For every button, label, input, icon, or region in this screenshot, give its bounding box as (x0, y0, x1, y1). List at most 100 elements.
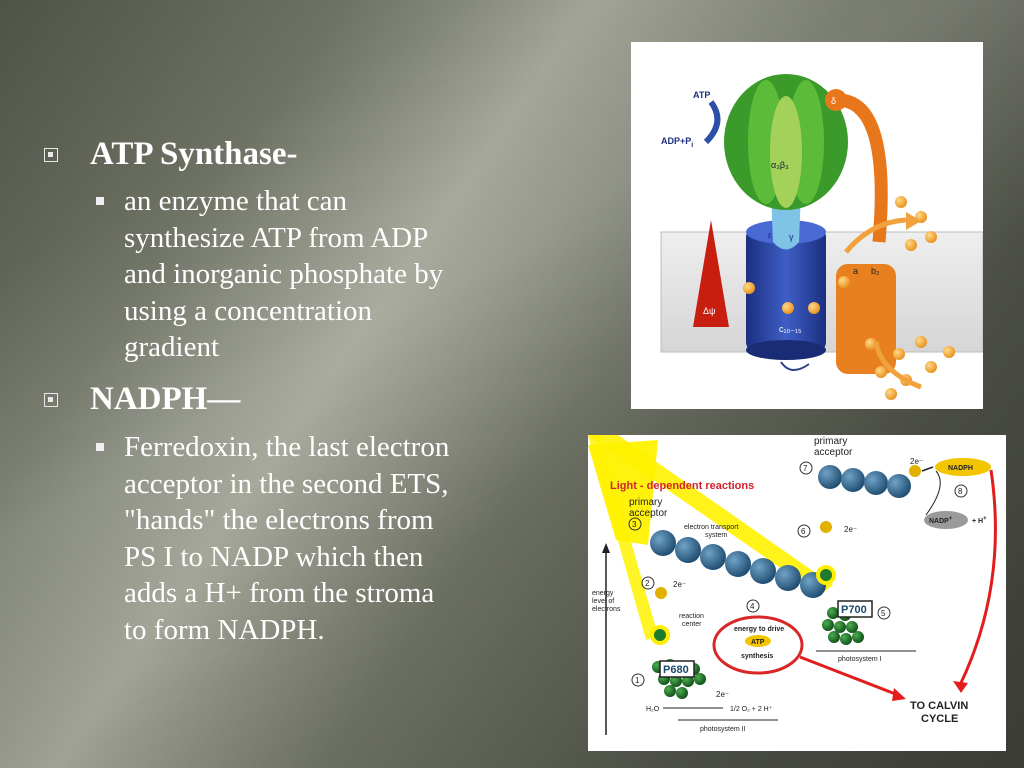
text-line: and inorganic phosphate by (124, 258, 444, 290)
f1-subunit (770, 96, 802, 208)
electron (909, 465, 921, 477)
text-line: Ferredoxin, the last electron (124, 431, 450, 463)
text-line: using a concentration (124, 294, 373, 327)
delta-label: δ (831, 96, 836, 106)
energy-axis-arrow (602, 543, 610, 553)
bullet-marker (44, 148, 58, 162)
light-beam (588, 435, 658, 640)
primary-acceptor-label: acceptor (629, 508, 668, 519)
e-label: 2e⁻ (716, 690, 729, 699)
sub-bullet-marker (96, 443, 104, 451)
calvin-arrow-head (892, 688, 906, 701)
photosystem-2-label: photosystem II (700, 726, 746, 733)
text-line: "hands" the electrons from (124, 504, 434, 536)
step-8: 8 (958, 487, 963, 496)
text-line: gradient (124, 331, 220, 363)
nadp-plus: + (949, 516, 953, 522)
text-line: an enzyme that can (124, 185, 348, 217)
stator-base (836, 264, 896, 374)
text-line: PS I to NADP which then (124, 540, 424, 573)
step-6: 6 (801, 527, 806, 536)
calvin-label: CYCLE (921, 713, 958, 725)
c-ring-bottom (746, 340, 826, 360)
rotation-arrow (780, 361, 810, 371)
nadph-arrow (921, 466, 934, 472)
energy-level-label: level of (592, 598, 614, 605)
nadp-main: NADP (929, 518, 949, 525)
proton-arrow-head (906, 212, 921, 230)
electron-transport-chain-2 (818, 465, 911, 498)
step-1: 1 (635, 676, 640, 685)
atp-synthase-description: an enzyme that can synthesize ATP from A… (96, 183, 564, 366)
text-line: adds a H+ from the stroma (124, 577, 435, 609)
reaction-center-label: center (682, 621, 702, 628)
bullet-marker (44, 393, 58, 407)
primary-acceptor-label: primary (814, 436, 847, 447)
proton-arrow (844, 217, 907, 254)
h-plus-main: + H (972, 518, 983, 525)
reaction-center (650, 625, 670, 645)
gradient-triangle (693, 220, 729, 327)
c-ring (746, 227, 826, 352)
nadp-label: NADP+ (929, 516, 953, 525)
reaction-center (816, 565, 836, 585)
adp-pi-main: ADP+P (661, 136, 691, 146)
ets-label: electron transport (684, 524, 739, 531)
ets-label: system (705, 532, 727, 539)
text-line: synthesize ATP from ADP (124, 221, 429, 254)
nadph-label: NADPH (948, 465, 973, 472)
energy-to-drive-label: energy to drive (734, 626, 784, 633)
e-label: 2e⁻ (844, 525, 857, 534)
e-label: 2e⁻ (910, 457, 923, 466)
light-reactions-diagram: Light - dependent reactions primary acce… (588, 435, 1006, 751)
nadp-badge (924, 511, 968, 529)
atp-arrow (703, 100, 721, 145)
alpha-beta-label: α₃β₃ (771, 160, 789, 170)
electron (655, 587, 667, 599)
c-ring-label: c₁₀₋₁₅ (779, 324, 802, 334)
adp-pi-label: ADP+Pi (661, 136, 693, 149)
p700-cluster (822, 607, 864, 645)
electron (820, 521, 832, 533)
step-markers: 1 2 3 4 5 6 7 8 (628, 461, 968, 687)
text-line: to form NADPH. (124, 613, 325, 646)
calvin-arrow-head (953, 681, 968, 693)
light-beam (588, 435, 833, 595)
calvin-label: TO CALVIN (910, 700, 968, 712)
protons (743, 196, 955, 400)
heading-atp-synthase: ATP Synthase- (90, 136, 298, 172)
atp-synthase-diagram: Δψ c₁₀₋₁₅ γ ε α₃β₃ δ a b₂ ATP ADP+Pi (631, 42, 984, 409)
calvin-arrow (799, 655, 899, 697)
h2o-label: H₂O (646, 706, 660, 713)
p680-label: P680 (663, 664, 689, 676)
delta-psi-label: Δψ (703, 306, 715, 316)
step-2: 2 (645, 579, 650, 588)
a-label: a (853, 266, 858, 276)
proton-arrow (873, 341, 922, 390)
e-label: 2e⁻ (673, 580, 686, 589)
heading-nadph: NADPH— (90, 381, 241, 417)
h-plus-label: + H+ (972, 516, 987, 525)
o2-label: 1/2 O₂ + 2 H⁺ (730, 705, 773, 713)
energy-level-label: electrons (592, 606, 621, 613)
reaction-center-label: reaction (679, 613, 704, 620)
nadp-arrow (925, 470, 941, 516)
light-reactions-title: Light - dependent reactions (610, 480, 754, 492)
synthesis-label: synthesis (741, 653, 773, 660)
stator-arm (838, 93, 888, 243)
delta-subunit (825, 89, 847, 111)
sub-bullet-marker (96, 197, 104, 205)
p700-box (837, 600, 873, 618)
nadph-description: Ferredoxin, the last electron acceptor i… (96, 429, 564, 648)
text-line: acceptor in the second ETS, (124, 467, 449, 500)
primary-acceptor-label: primary (629, 497, 662, 508)
p700-label: P700 (841, 604, 867, 616)
b2-label: b₂ (871, 266, 880, 276)
atp-label: ATP (693, 90, 710, 100)
energy-level-label: energy (592, 590, 614, 597)
photosystem-1-label: photosystem I (838, 656, 882, 663)
step-3: 3 (632, 520, 637, 529)
atp-badge (745, 635, 771, 647)
p680-box (659, 660, 695, 678)
atp-synthase-illustration: Δψ c₁₀₋₁₅ γ ε α₃β₃ δ a b₂ ATP ADP+Pi (660, 74, 984, 400)
